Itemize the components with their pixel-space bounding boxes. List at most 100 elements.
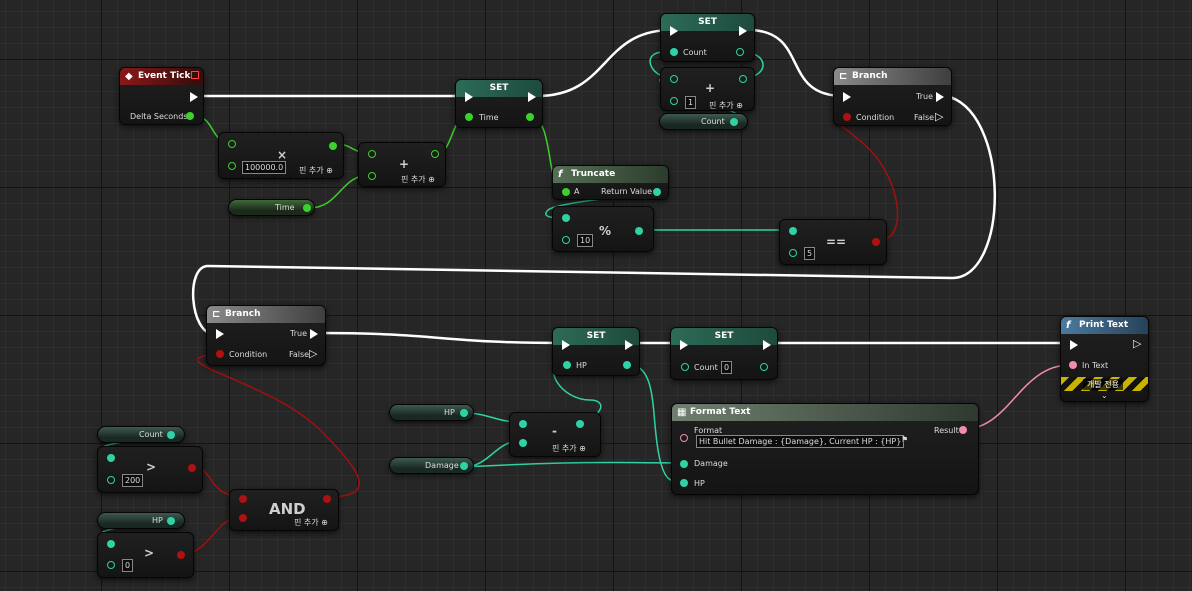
greater-count-value-field[interactable]: 200 [122, 474, 144, 487]
exec-out-pin[interactable] [528, 92, 536, 102]
localize-flag-icon[interactable]: ⚑ [901, 435, 909, 444]
hp-var-bottom-out-pin[interactable] [167, 517, 175, 525]
hp-variable-getter-bottom[interactable]: HP [97, 512, 185, 529]
exec-out-pin[interactable] [739, 26, 747, 36]
modulo-node[interactable]: 10 % [552, 206, 654, 252]
set-count-bottom-node[interactable]: SET Count 0 [670, 327, 778, 380]
print-text-in-pin[interactable] [1069, 361, 1077, 369]
format-text-node[interactable]: ▦Format Text Format Hit Bullet Damage : … [671, 403, 979, 495]
multiply-value-field[interactable]: 100000.0 [242, 161, 287, 174]
modulo-in-a-pin[interactable] [562, 214, 570, 222]
exec-out-pin[interactable] [763, 340, 771, 350]
exec-out-pin[interactable] [625, 340, 633, 350]
subtract-in-a-pin[interactable] [519, 420, 527, 428]
equal-value-field[interactable]: 5 [804, 247, 816, 260]
greater-hp-value-field[interactable]: 0 [122, 559, 134, 572]
set-time-in-pin[interactable] [465, 113, 473, 121]
exec-in-pin[interactable] [680, 340, 688, 350]
set-count-bottom-in-pin[interactable] [681, 363, 689, 371]
modulo-in-b-pin[interactable] [562, 236, 570, 244]
subtract-node[interactable]: - 핀 추가 ⊕ [509, 412, 601, 457]
multiply-add-pin-label[interactable]: 핀 추가 ⊕ [299, 166, 333, 175]
set-hp-in-pin[interactable] [563, 361, 571, 369]
subtract-add-pin-label[interactable]: 핀 추가 ⊕ [552, 444, 586, 453]
set-count-bottom-out-pin[interactable] [760, 363, 768, 371]
damage-var-out-pin[interactable] [460, 462, 468, 470]
format-hp-pin[interactable] [680, 479, 688, 487]
greater-count-out-pin[interactable] [188, 464, 196, 472]
exec-out-pin[interactable]: ▷ [1133, 337, 1142, 350]
count-var-top-out-pin[interactable] [730, 118, 738, 126]
modulo-value-field[interactable]: 10 [577, 234, 594, 247]
format-value-field[interactable]: Hit Bullet Damage : {Damage}, Current HP… [696, 435, 905, 448]
exec-in-pin[interactable] [1070, 340, 1078, 350]
time-var-out-pin[interactable] [303, 204, 311, 212]
hp-variable-getter-mid[interactable]: HP [389, 404, 474, 421]
branch-top-true-pin[interactable] [936, 92, 944, 102]
set-count-bottom-value-field[interactable]: 0 [721, 361, 733, 374]
expand-chevron-icon[interactable]: ⌄ [1101, 391, 1108, 400]
multiply-out-pin[interactable] [329, 142, 337, 150]
add-time-add-pin-label[interactable]: 핀 추가 ⊕ [401, 175, 435, 184]
equal-out-pin[interactable] [872, 238, 880, 246]
greater-hp-out-pin[interactable] [177, 551, 185, 559]
format-damage-pin[interactable] [680, 460, 688, 468]
set-count-top-out-pin[interactable] [736, 48, 744, 56]
branch-top-false-pin[interactable]: ▷ [935, 110, 944, 123]
branch-top-node[interactable]: ⊏Branch True Condition False ▷ [833, 67, 952, 126]
truncate-in-pin[interactable] [562, 188, 570, 196]
add-time-out-pin[interactable] [431, 150, 439, 158]
branch-top-condition-pin[interactable] [843, 113, 851, 121]
exec-in-pin[interactable] [843, 92, 851, 102]
add-count-add-pin-label[interactable]: 핀 추가 ⊕ [709, 101, 743, 110]
event-tick-node[interactable]: ◆Event Tick Delta Seconds [119, 67, 204, 125]
set-time-node[interactable]: SET Time [455, 79, 543, 128]
set-count-top-node[interactable]: SET Count [660, 13, 755, 62]
hp-var-mid-out-pin[interactable] [460, 409, 468, 417]
greater-hp-in-b-pin[interactable] [107, 561, 115, 569]
exec-out-pin[interactable] [190, 92, 198, 102]
and-in-b-pin[interactable] [239, 514, 247, 522]
set-count-top-in-pin[interactable] [670, 48, 678, 56]
count-variable-getter-bottom[interactable]: Count [97, 426, 185, 443]
branch-bottom-node[interactable]: ⊏Branch True Condition False ▷ [206, 305, 326, 366]
damage-variable-getter[interactable]: Damage [389, 457, 474, 474]
add-count-node[interactable]: 1 + 핀 추가 ⊕ [660, 67, 755, 111]
set-hp-node[interactable]: SET HP [552, 327, 640, 376]
equal-in-b-pin[interactable] [789, 249, 797, 257]
branch-bottom-false-pin[interactable]: ▷ [309, 347, 318, 360]
greater-hp-in-a-pin[interactable] [107, 540, 115, 548]
format-in-pin[interactable] [680, 434, 688, 442]
multiply-node[interactable]: 100000.0 × 핀 추가 ⊕ [218, 132, 344, 179]
greater-count-node[interactable]: 200 > [97, 446, 203, 493]
modulo-out-pin[interactable] [635, 227, 643, 235]
time-variable-getter[interactable]: Time [228, 199, 315, 216]
truncate-out-pin[interactable] [653, 188, 661, 196]
greater-hp-node[interactable]: 0 > [97, 532, 194, 578]
multiply-in-b-pin[interactable] [228, 162, 236, 170]
branch-bottom-true-pin[interactable] [310, 329, 318, 339]
equal-in-a-pin[interactable] [789, 227, 797, 235]
set-hp-out-pin[interactable] [623, 361, 631, 369]
subtract-out-pin[interactable] [576, 420, 584, 428]
add-count-in-b-pin[interactable] [670, 97, 678, 105]
add-time-node[interactable]: + 핀 추가 ⊕ [358, 142, 446, 187]
exec-in-pin[interactable] [670, 26, 678, 36]
and-add-pin-label[interactable]: 핀 추가 ⊕ [294, 518, 328, 527]
and-node[interactable]: AND 핀 추가 ⊕ [229, 489, 339, 531]
greater-count-in-b-pin[interactable] [107, 476, 115, 484]
equal-node[interactable]: 5 == [779, 219, 887, 265]
branch-bottom-condition-pin[interactable] [216, 350, 224, 358]
exec-in-pin[interactable] [562, 340, 570, 350]
add-time-in-a-pin[interactable] [368, 150, 376, 158]
multiply-in-a-pin[interactable] [228, 140, 236, 148]
format-result-pin[interactable] [959, 426, 967, 434]
add-count-value-field[interactable]: 1 [685, 96, 697, 109]
greater-count-in-a-pin[interactable] [107, 454, 115, 462]
add-time-in-b-pin[interactable] [368, 172, 376, 180]
set-time-out-pin[interactable] [526, 113, 534, 121]
count-var-bottom-out-pin[interactable] [167, 431, 175, 439]
count-variable-getter-top[interactable]: Count [659, 113, 748, 130]
